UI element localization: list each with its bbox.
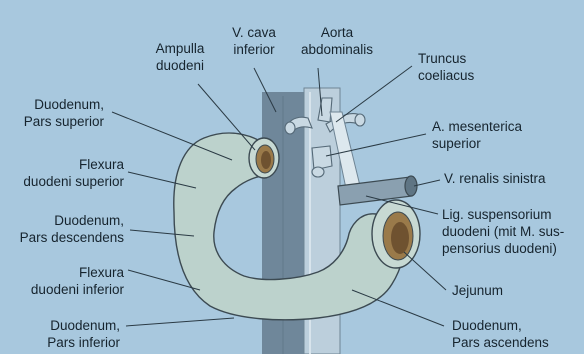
label-lig-suspensorium: Lig. suspensorium duodeni (mit M. sus- p… [442, 206, 582, 257]
ampulla-duodeni-opening [249, 138, 279, 178]
leader-truncus [336, 66, 412, 122]
label-v-renalis-sinistra: V. renalis sinistra [444, 170, 580, 187]
label-truncus-coeliacus: Truncus coeliacus [418, 50, 518, 84]
leader-pars-asc [352, 290, 444, 326]
jejunum-opening [372, 200, 420, 268]
leader-jejunum [404, 252, 446, 290]
label-flexura-duodeni-superior: Flexura duodeni superior [0, 156, 124, 190]
label-jejunum: Jejunum [452, 282, 542, 299]
label-vena-cava-inferior: V. cava inferior [214, 24, 294, 58]
label-flexura-duodeni-inferior: Flexura duodeni inferior [0, 264, 124, 298]
label-pars-descendens: Duodenum, Pars descendens [0, 212, 124, 246]
leader-pars-inf [126, 318, 234, 326]
leader-v-renalis [414, 180, 440, 186]
label-aorta-abdominalis: Aorta abdominalis [290, 24, 384, 58]
label-pars-inferior: Duodenum, Pars inferior [0, 317, 120, 351]
label-pars-ascendens: Duodenum, Pars ascendens [452, 317, 572, 351]
label-pars-superior: Duodenum, Pars superior [0, 96, 104, 130]
label-a-mesenterica-superior: A. mesenterica superior [432, 118, 572, 152]
